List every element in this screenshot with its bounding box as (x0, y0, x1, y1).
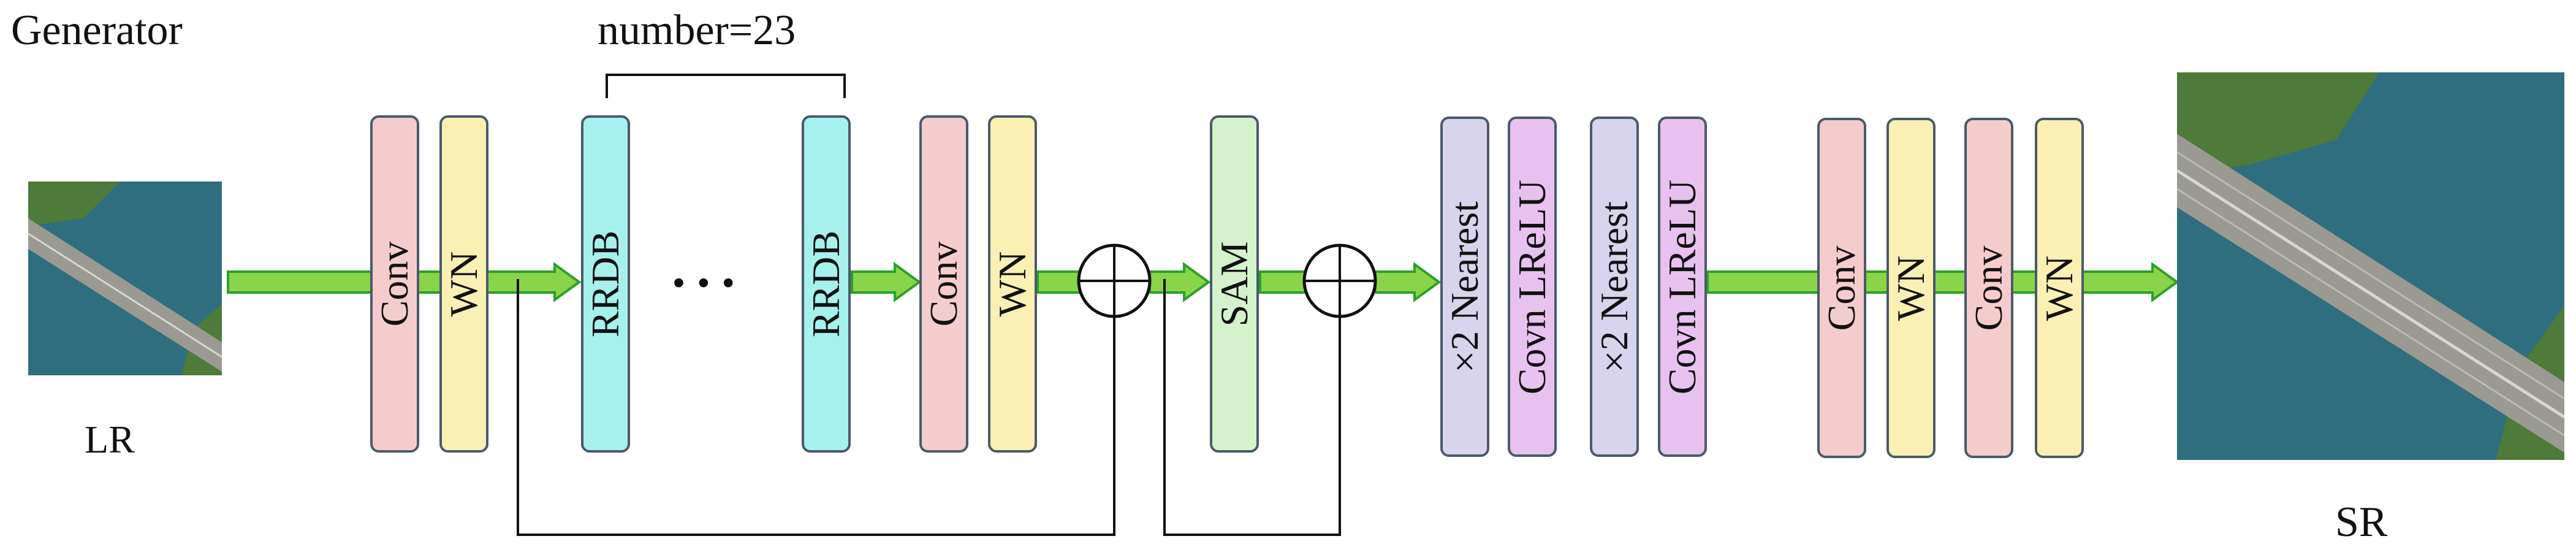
conv-block-4: Conv (1964, 118, 2013, 458)
rrdb-block-1: RRDB (581, 115, 630, 453)
flow-arrow-7 (1706, 262, 2179, 302)
skip-connection-1 (517, 279, 1114, 536)
wn-block-1: WN (439, 115, 488, 453)
wn-block-2: WN (988, 115, 1037, 453)
block-label: ×2 Nearest (1443, 201, 1486, 373)
upsample-nearest-block-2: ×2 Nearest (1590, 117, 1639, 457)
wn-block-4: WN (2035, 118, 2084, 458)
flow-arrows (227, 262, 2179, 302)
flow-arrow-2 (851, 262, 922, 302)
ellipsis: • • • (673, 264, 737, 301)
block-label: WN (990, 251, 1034, 317)
sr-label: SR (2335, 499, 2388, 546)
rrdb-count-label: number=23 (598, 7, 796, 54)
flow-arrow-3 (1036, 270, 1081, 294)
conv-lrelu-block-1: Covn LReLU (1508, 117, 1557, 457)
block-label: Covn LReLU (1510, 179, 1554, 394)
flow-arrow-4 (1149, 262, 1211, 302)
block-label: ×2 Nearest (1592, 201, 1636, 373)
sum-node-2 (1302, 243, 1377, 318)
rrdb-bracket (606, 74, 846, 98)
block-label: Conv (1820, 245, 1863, 331)
sr-output-image (2177, 72, 2564, 460)
block-label: WN (2037, 255, 2081, 321)
block-label: WN (1889, 255, 1932, 321)
sum-node-1 (1077, 243, 1152, 318)
conv-block-2: Conv (919, 115, 968, 453)
block-label: RRDB (804, 230, 848, 338)
lr-label: LR (85, 418, 135, 461)
rrdb-block-23: RRDB (802, 115, 851, 453)
upsample-nearest-block-1: ×2 Nearest (1440, 117, 1489, 457)
flow-arrow-6 (1374, 262, 1442, 302)
diagram-title: Generator (11, 7, 183, 54)
conv-lrelu-block-2: Covn LReLU (1658, 117, 1707, 457)
block-label: Conv (373, 241, 416, 327)
block-label: RRDB (583, 230, 627, 338)
block-label: Covn LReLU (1660, 179, 1704, 394)
conv-block-1: Conv (370, 115, 419, 453)
block-label: WN (442, 251, 485, 317)
conv-block-3: Conv (1817, 118, 1866, 458)
block-label: Conv (1967, 245, 2010, 331)
wn-block-3: WN (1886, 118, 1936, 458)
flow-arrow-5 (1259, 270, 1307, 294)
block-label: Conv (922, 241, 965, 327)
lr-input-image (28, 182, 222, 375)
block-label: SAM (1212, 241, 1256, 327)
skip-connection-2 (1163, 279, 1340, 536)
sam-block: SAM (1210, 115, 1259, 453)
